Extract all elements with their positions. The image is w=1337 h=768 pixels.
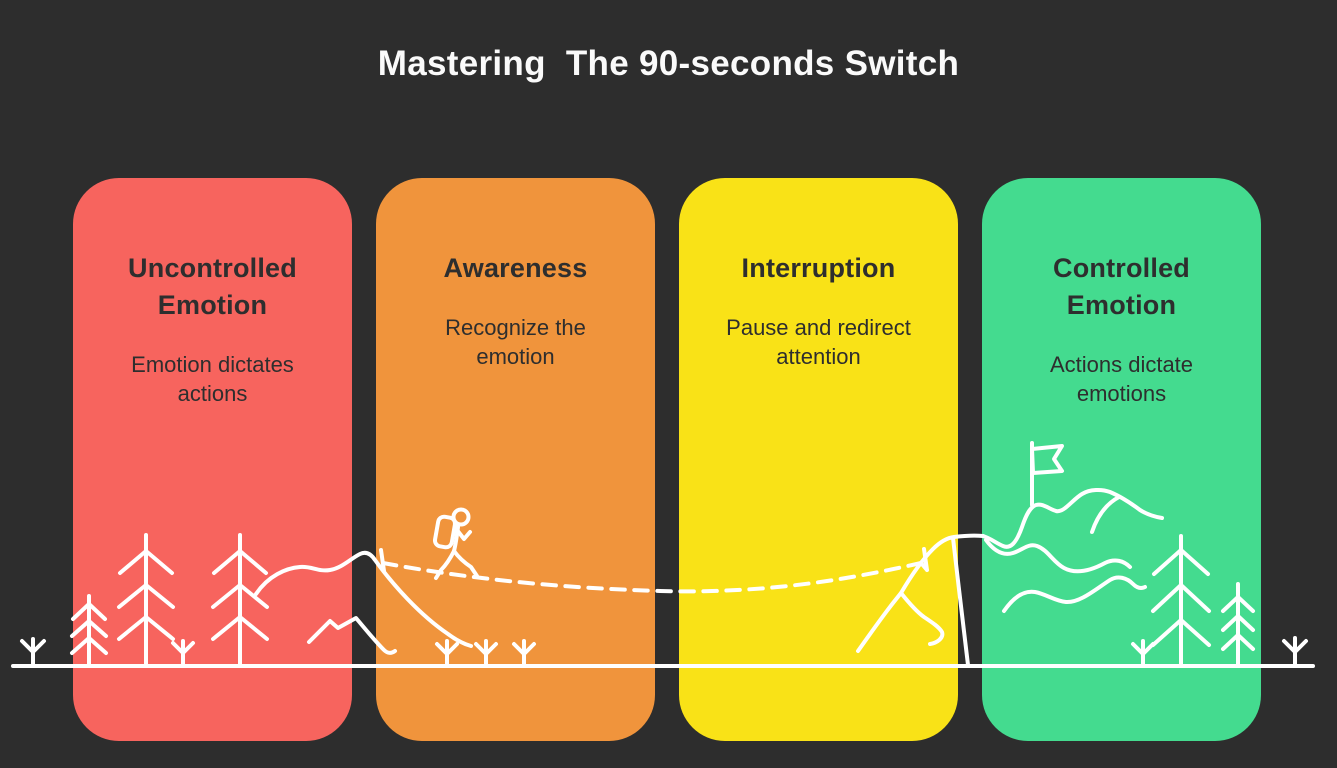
card-description: Actions dictate emotions	[1049, 352, 1194, 406]
card-description: Recognize the emotion	[445, 315, 586, 369]
card-title: Awareness	[443, 253, 588, 283]
card-description: Pause and redirect attention	[726, 315, 911, 369]
card-description: Emotion dictates actions	[131, 352, 294, 406]
sapling-icon	[1282, 636, 1308, 668]
card-controlled-emotion: Controlled Emotion Actions dictate emoti…	[982, 178, 1261, 741]
sapling-icon	[20, 637, 46, 668]
card-title: Controlled Emotion	[1053, 253, 1190, 320]
stage-cards-row: Uncontrolled Emotion Emotion dictates ac…	[73, 178, 1261, 741]
card-title: Uncontrolled Emotion	[128, 253, 297, 320]
card-awareness: Awareness Recognize the emotion	[376, 178, 655, 741]
card-interruption: Interruption Pause and redirect attentio…	[679, 178, 958, 741]
page-title: Mastering The 90-seconds Switch	[377, 44, 960, 83]
card-title: Interruption	[741, 253, 896, 283]
card-uncontrolled-emotion: Uncontrolled Emotion Emotion dictates ac…	[73, 178, 352, 741]
